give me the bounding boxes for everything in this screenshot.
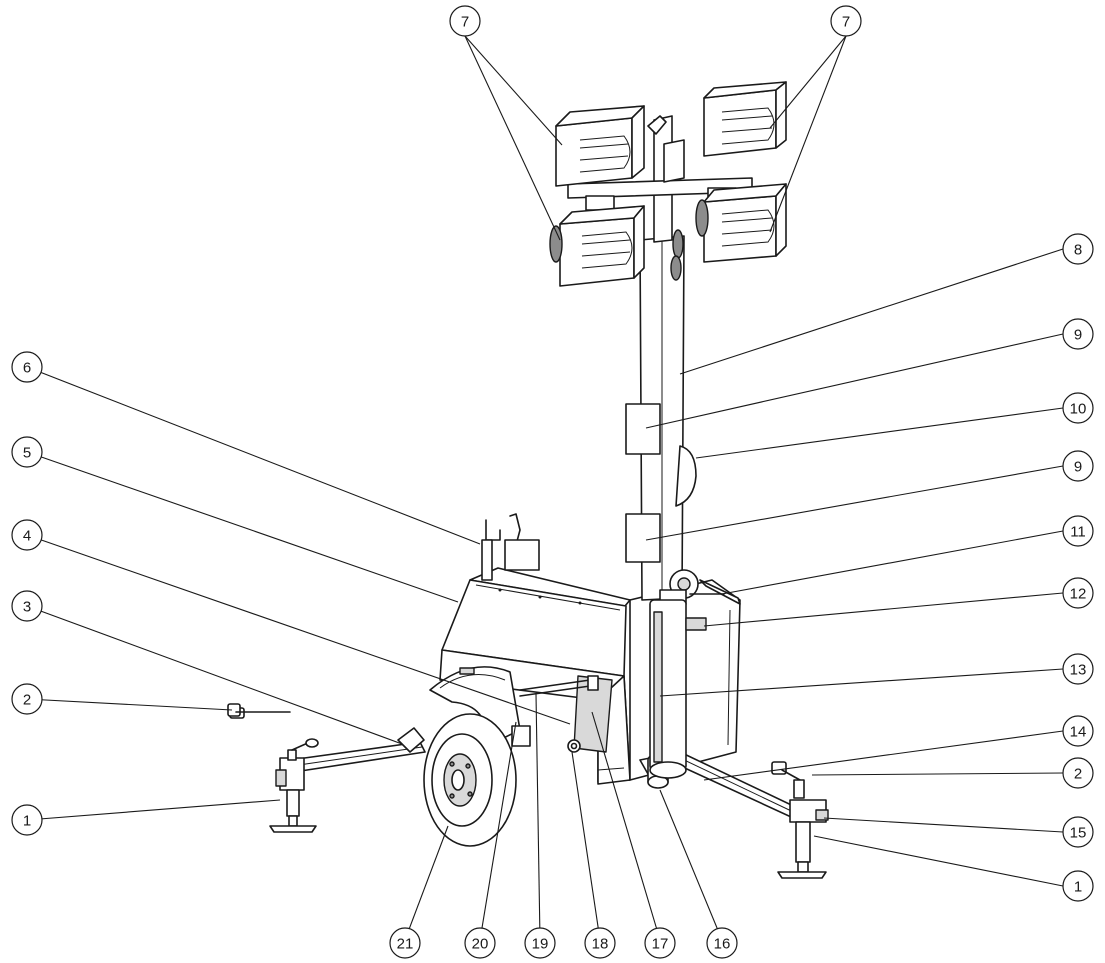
callout-5: 5 — [11, 436, 43, 468]
svg-text:9: 9 — [1074, 327, 1082, 344]
wheel-tire — [423, 713, 517, 847]
outrigger-lock-pin — [789, 799, 829, 823]
callout-6: 6 — [11, 351, 43, 383]
svg-text:13: 13 — [1070, 662, 1087, 679]
light-head-lower-left — [549, 205, 645, 287]
light-head-upper-left — [555, 105, 645, 187]
mast-decal-upper — [625, 403, 661, 455]
callout-8: 8 — [1062, 233, 1094, 265]
callout-12: 12 — [1062, 577, 1094, 609]
callout-17: 17 — [644, 927, 676, 959]
left-jack-stand — [269, 757, 317, 833]
svg-text:9: 9 — [1074, 459, 1082, 476]
light-crossbar — [567, 177, 753, 211]
callout-11: 11 — [1062, 515, 1094, 547]
svg-text:4: 4 — [23, 528, 31, 545]
callout-20: 20 — [464, 927, 496, 959]
callout-2-left: 2 — [11, 683, 43, 715]
callout-9-lower: 9 — [1062, 450, 1094, 482]
winch-cable-guide — [675, 445, 697, 507]
callout-1-left: 1 — [11, 804, 43, 836]
svg-text:17: 17 — [652, 936, 669, 953]
svg-text:10: 10 — [1070, 401, 1087, 418]
svg-text:6: 6 — [23, 360, 31, 377]
svg-text:20: 20 — [472, 936, 489, 953]
callout-14: 14 — [1062, 715, 1094, 747]
callout-18: 18 — [584, 927, 616, 959]
callout-9-upper: 9 — [1062, 318, 1094, 350]
svg-text:7: 7 — [842, 14, 850, 31]
leader-lines — [26, 35, 1064, 941]
right-jack-crank-handle — [771, 761, 805, 799]
callout-15: 15 — [1062, 816, 1094, 848]
svg-text:16: 16 — [714, 936, 731, 953]
svg-text:5: 5 — [23, 445, 31, 462]
fender-bracket — [511, 725, 531, 747]
callout-19: 19 — [524, 927, 556, 959]
callout-3: 3 — [11, 590, 43, 622]
svg-text:15: 15 — [1070, 825, 1087, 842]
callout-7-right: 7 — [830, 5, 862, 37]
callout-4: 4 — [11, 519, 43, 551]
svg-text:19: 19 — [532, 936, 549, 953]
left-jack-crank-handle — [229, 707, 319, 761]
callout-1-right: 1 — [1062, 870, 1094, 902]
light-head-lower-right — [695, 183, 787, 263]
svg-text:14: 14 — [1070, 724, 1087, 741]
callout-16: 16 — [706, 927, 738, 959]
winch-assembly — [659, 569, 725, 605]
callout-13: 13 — [1062, 653, 1094, 685]
svg-text:1: 1 — [23, 813, 31, 830]
svg-text:21: 21 — [397, 936, 414, 953]
lifting-eye — [481, 513, 540, 581]
svg-text:11: 11 — [1070, 524, 1086, 541]
cabinet-corner-light — [685, 617, 707, 631]
svg-text:8: 8 — [1074, 242, 1082, 259]
svg-text:1: 1 — [1074, 879, 1082, 896]
svg-text:18: 18 — [592, 936, 609, 953]
callout-21: 21 — [389, 927, 421, 959]
front-jack-crank-handle — [227, 703, 291, 717]
svg-text:3: 3 — [23, 599, 31, 616]
tongue-bracket — [397, 727, 425, 753]
light-head-upper-right — [703, 81, 787, 157]
lifting-handle-bar — [519, 675, 599, 697]
callout-10: 10 — [1062, 392, 1094, 424]
right-jack-stand — [777, 821, 827, 879]
svg-text:12: 12 — [1070, 586, 1087, 603]
callout-7-left: 7 — [449, 5, 481, 37]
mast-cylinder-strut — [649, 599, 687, 779]
callout-2-right: 2 — [1062, 757, 1094, 789]
svg-text:2: 2 — [23, 692, 31, 709]
svg-text:7: 7 — [461, 14, 469, 31]
mast-top-bracket — [663, 139, 685, 281]
ground-lug — [567, 739, 581, 753]
svg-text:2: 2 — [1074, 766, 1082, 783]
